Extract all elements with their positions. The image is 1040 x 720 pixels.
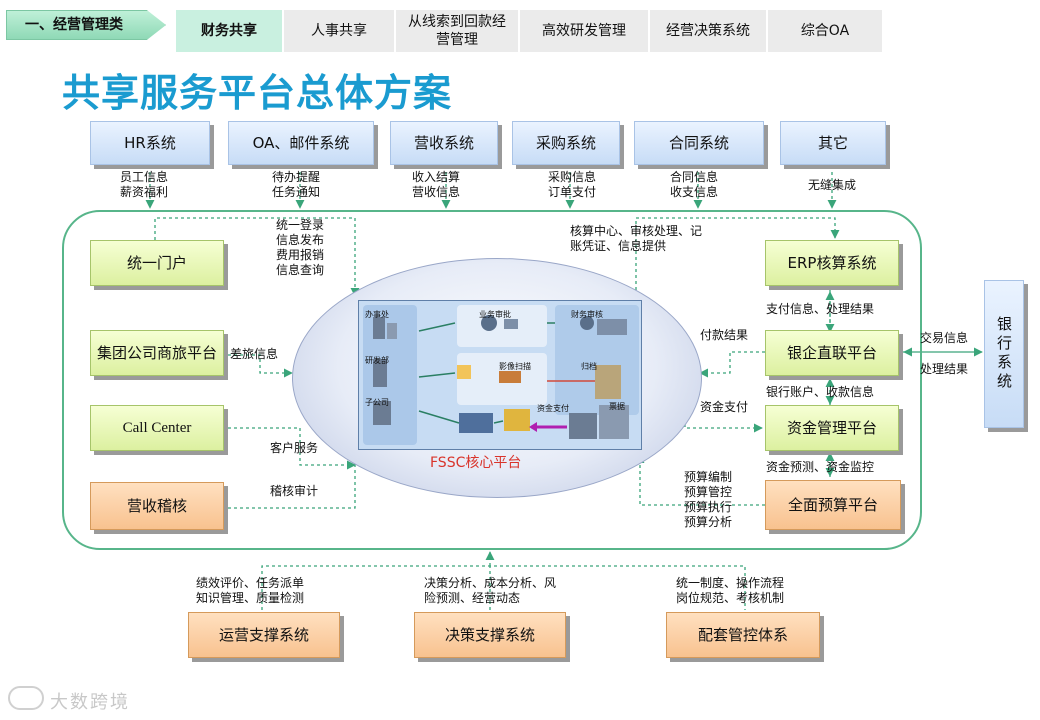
label-transaction-info: 交易信息 bbox=[920, 331, 969, 345]
label-portal-functions: 统一登录 信息发布 费用报销 信息查询 bbox=[276, 218, 325, 277]
label-fund-monitor: 资金预测、资金监控 bbox=[766, 460, 875, 474]
label-customer-service: 客户服务 bbox=[270, 441, 319, 455]
label-control-system: 统一制度、操作流程 岗位规范、考核机制 bbox=[676, 576, 785, 605]
source-other: 其它 bbox=[780, 121, 886, 165]
module-fund-management: 资金管理平台 bbox=[765, 405, 899, 451]
tab-finance-sharing[interactable]: 财务共享 bbox=[176, 10, 284, 52]
module-bank-enterprise: 银企直联平台 bbox=[765, 330, 899, 376]
watermark-logo bbox=[8, 686, 44, 710]
source-purchase: 采购系统 bbox=[512, 121, 620, 165]
module-call-center: Call Center bbox=[90, 405, 224, 451]
bank-system: 银行系统 bbox=[984, 280, 1024, 428]
node-finance-review: 财务审核 bbox=[571, 310, 603, 319]
source-revenue-desc: 收入结算 营收信息 bbox=[411, 170, 460, 199]
platform-container bbox=[62, 210, 922, 550]
source-contract: 合同系统 bbox=[634, 121, 764, 165]
label-fund-payment: 资金支付 bbox=[700, 400, 749, 414]
label-payment-info: 支付信息、处理结果 bbox=[766, 302, 875, 316]
source-other-desc: 无缝集成 bbox=[807, 178, 856, 192]
source-revenue: 营收系统 bbox=[390, 121, 498, 165]
source-hr: HR系统 bbox=[90, 121, 210, 165]
node-rd: 研发部 bbox=[365, 356, 389, 365]
source-contract-desc: 合同信息 收支信息 bbox=[669, 170, 718, 199]
label-audit: 稽核审计 bbox=[270, 484, 319, 498]
tab-decision-system[interactable]: 经营决策系统 bbox=[650, 10, 768, 52]
module-travel-platform: 集团公司商旅平台 bbox=[90, 330, 224, 376]
module-revenue-audit: 营收稽核 bbox=[90, 482, 224, 530]
page-title: 共享服务平台总体方案 bbox=[62, 71, 453, 115]
node-bill: 票据 bbox=[609, 402, 625, 411]
label-budget-functions: 预算编制 预算管控 预算执行 预算分析 bbox=[684, 470, 733, 529]
source-oa-desc: 待办提醒 任务通知 bbox=[271, 170, 320, 199]
label-processing-result: 处理结果 bbox=[920, 362, 969, 376]
node-office: 办事处 bbox=[365, 310, 389, 319]
module-decision-support: 决策支撑系统 bbox=[414, 612, 566, 658]
label-decision-support: 决策分析、成本分析、风 险预测、经营动态 bbox=[424, 576, 557, 605]
label-payment-result: 付款结果 bbox=[700, 328, 749, 342]
tab-rd-management[interactable]: 高效研发管理 bbox=[520, 10, 650, 52]
section-breadcrumb[interactable]: 一、经营管理类 bbox=[6, 10, 166, 40]
label-bank-account: 银行账户、收款信息 bbox=[766, 385, 875, 399]
tab-hr-sharing[interactable]: 人事共享 bbox=[284, 10, 396, 52]
core-platform-label: FSSC核心平台 bbox=[430, 455, 522, 471]
module-budget: 全面预算平台 bbox=[765, 480, 901, 530]
tab-lead-to-cash[interactable]: 从线索到回款经营管理 bbox=[396, 10, 520, 52]
label-travel-info: 差旅信息 bbox=[230, 347, 279, 361]
node-fund-payment: 资金支付 bbox=[537, 404, 569, 413]
node-biz-approval: 业务审批 bbox=[479, 310, 511, 319]
module-control-system: 配套管控体系 bbox=[666, 612, 820, 658]
source-purchase-desc: 采购信息 订单支付 bbox=[547, 170, 596, 199]
module-ops-support: 运营支撑系统 bbox=[188, 612, 340, 658]
module-erp: ERP核算系统 bbox=[765, 240, 899, 286]
module-unified-portal: 统一门户 bbox=[90, 240, 224, 286]
label-ops-support: 绩效评价、任务派单 知识管理、质量检测 bbox=[196, 576, 305, 605]
watermark-text: 大数跨境 bbox=[50, 692, 130, 713]
label-erp-input: 核算中心、审核处理、记 账凭证、信息提供 bbox=[570, 224, 703, 253]
node-subsidiary: 子公司 bbox=[365, 398, 389, 407]
node-image-scan: 影像扫描 bbox=[499, 362, 531, 371]
source-hr-desc: 员工信息 薪资福利 bbox=[119, 170, 168, 199]
node-archive: 归档 bbox=[581, 362, 597, 371]
source-oa-mail: OA、邮件系统 bbox=[228, 121, 374, 165]
fssc-core-diagram: 办事处 研发部 子公司 业务审批 财务审核 影像扫描 归档 资金支付 票据 bbox=[358, 300, 642, 450]
tab-general-oa[interactable]: 综合OA bbox=[768, 10, 884, 52]
